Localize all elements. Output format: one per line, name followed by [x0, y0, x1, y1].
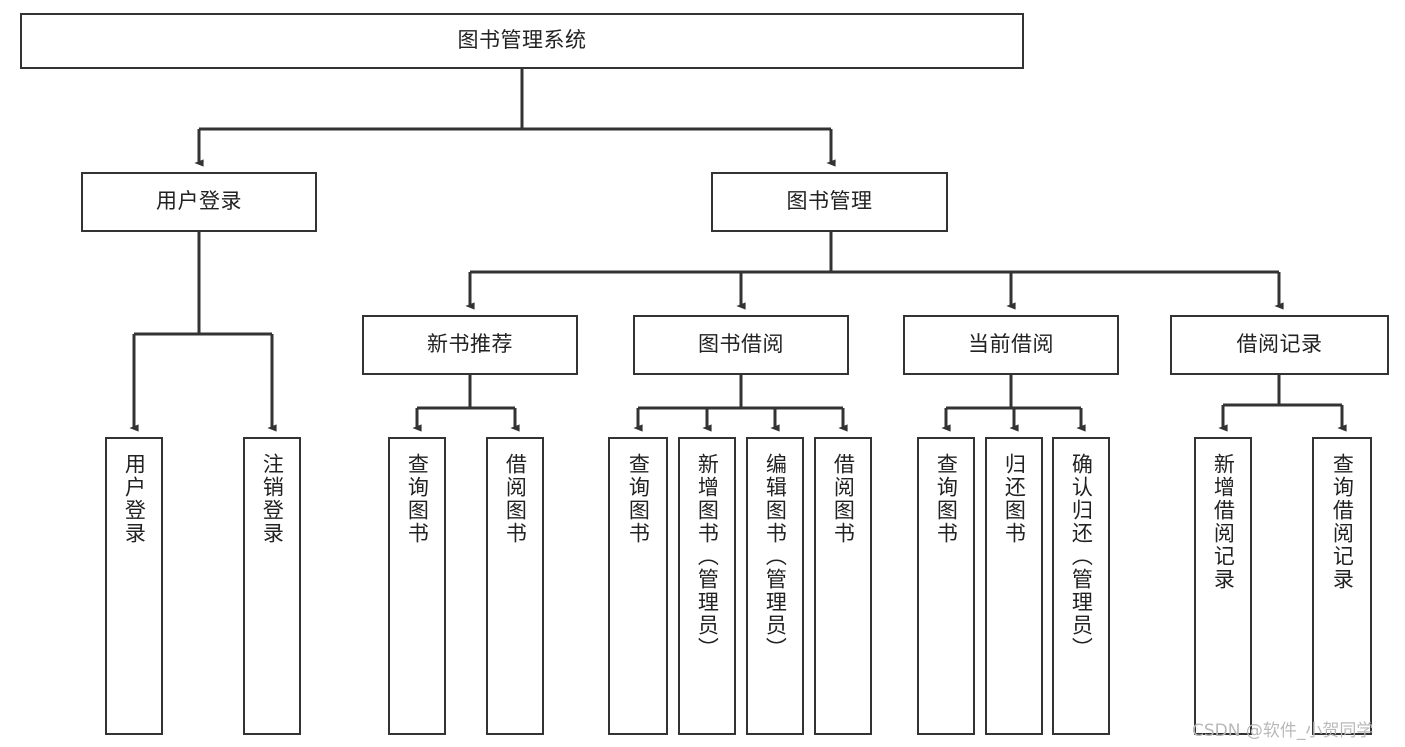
- node-leaf-query-books-current[interactable]: 查询图书: [917, 437, 975, 735]
- node-leaf-edit-book-label: 编辑图书（管理员）: [763, 453, 788, 660]
- node-leaf-logout-label: 注销登录: [260, 453, 285, 545]
- node-new-book-recommend[interactable]: 新书推荐: [362, 315, 578, 375]
- node-book-borrow-label: 图书借阅: [698, 332, 784, 357]
- node-book-borrow[interactable]: 图书借阅: [633, 315, 849, 375]
- node-leaf-add-book-label: 新增图书（管理员）: [695, 453, 720, 660]
- node-leaf-add-book[interactable]: 新增图书（管理员）: [678, 437, 736, 735]
- node-root[interactable]: 图书管理系统: [20, 13, 1024, 69]
- node-leaf-confirm-return[interactable]: 确认归还（管理员）: [1052, 437, 1110, 735]
- node-root-label: 图书管理系统: [457, 28, 587, 53]
- node-current-borrow-label: 当前借阅: [968, 332, 1054, 357]
- node-leaf-query-books-borrow-label: 查询图书: [626, 453, 651, 545]
- node-leaf-user-login[interactable]: 用户登录: [105, 437, 163, 735]
- node-leaf-query-books-borrow[interactable]: 查询图书: [608, 437, 668, 735]
- node-leaf-borrow-books-recommend[interactable]: 借阅图书: [486, 437, 544, 735]
- node-leaf-confirm-return-label: 确认归还（管理员）: [1069, 453, 1094, 660]
- node-leaf-add-borrow-record-label: 新增借阅记录: [1211, 453, 1236, 591]
- node-borrow-record-label: 借阅记录: [1236, 332, 1323, 357]
- node-leaf-add-borrow-record[interactable]: 新增借阅记录: [1194, 437, 1252, 735]
- node-leaf-logout[interactable]: 注销登录: [243, 437, 301, 735]
- node-leaf-edit-book[interactable]: 编辑图书（管理员）: [746, 437, 804, 735]
- node-user-login[interactable]: 用户登录: [81, 172, 317, 232]
- node-leaf-query-books-recommend[interactable]: 查询图书: [388, 437, 446, 735]
- node-leaf-query-borrow-record-label: 查询借阅记录: [1330, 453, 1355, 591]
- node-leaf-user-login-label: 用户登录: [122, 453, 147, 545]
- node-leaf-return-book[interactable]: 归还图书: [985, 437, 1043, 735]
- node-leaf-query-borrow-record[interactable]: 查询借阅记录: [1312, 437, 1372, 735]
- node-book-manage-label: 图书管理: [786, 189, 873, 214]
- node-new-book-recommend-label: 新书推荐: [427, 332, 513, 357]
- node-leaf-borrow-books-label: 借阅图书: [831, 453, 856, 545]
- node-book-manage[interactable]: 图书管理: [711, 172, 948, 232]
- node-leaf-query-books-current-label: 查询图书: [934, 453, 959, 545]
- node-user-login-label: 用户登录: [156, 189, 242, 214]
- node-borrow-record[interactable]: 借阅记录: [1170, 315, 1389, 375]
- csdn-watermark: CSDN @软件_小贺同学: [1192, 721, 1374, 741]
- node-current-borrow[interactable]: 当前借阅: [903, 315, 1119, 375]
- node-leaf-borrow-books[interactable]: 借阅图书: [814, 437, 872, 735]
- node-leaf-borrow-books-recommend-label: 借阅图书: [503, 453, 528, 545]
- node-leaf-query-books-recommend-label: 查询图书: [405, 453, 430, 545]
- node-leaf-return-book-label: 归还图书: [1002, 453, 1027, 545]
